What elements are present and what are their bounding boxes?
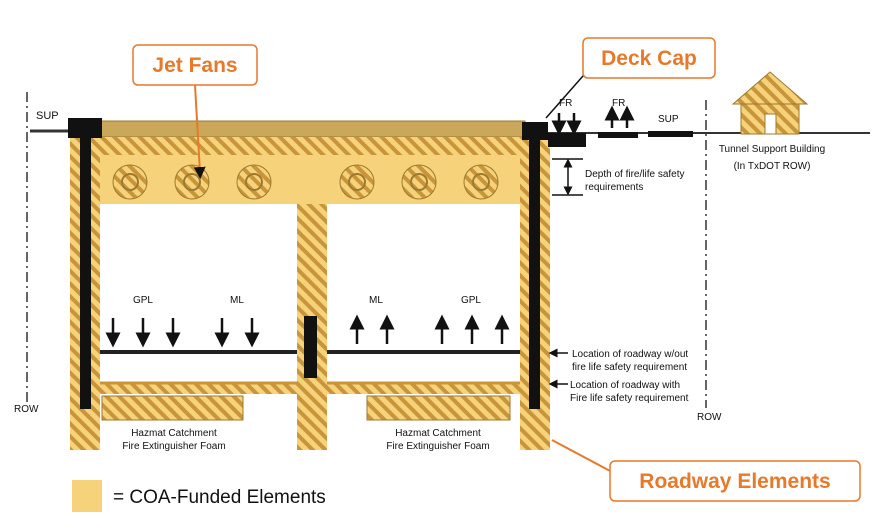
gpl-left-label: GPL xyxy=(133,295,153,306)
loc-with-label-1: Location of roadway with xyxy=(570,380,680,391)
fr-label-2: FR xyxy=(612,98,625,109)
fan-band-top-hatch xyxy=(100,137,525,155)
ml-left-label: ML xyxy=(230,295,244,306)
sup-right-label: SUP xyxy=(658,114,679,125)
roadway-elements-callout-box xyxy=(609,460,861,502)
jet-fan-icon xyxy=(174,164,210,200)
right-column xyxy=(529,137,540,409)
bottom-slab-left xyxy=(100,382,297,394)
loc-without-label-2: fire life safety requirement xyxy=(572,362,687,373)
jet-fan-icon xyxy=(463,164,499,200)
deck-cap-callout-box xyxy=(582,37,716,79)
tunnel-support-label: Tunnel Support Building xyxy=(719,144,825,155)
hazmat-catchment-right xyxy=(366,395,511,421)
left-column xyxy=(80,137,91,409)
jet-fan-icon xyxy=(236,164,272,200)
row-right-label: ROW xyxy=(697,412,722,423)
loc-without-label-1: Location of roadway w/out xyxy=(572,349,688,360)
bottom-slab-right xyxy=(327,382,520,394)
surface-lane-fr-1 xyxy=(548,133,586,147)
hazmat-catchment-left xyxy=(101,395,244,421)
jet-fan-icon xyxy=(401,164,437,200)
jet-fans-callout: Jet Fans xyxy=(152,54,237,77)
deck-cap-left xyxy=(68,118,102,138)
fr-label-1: FR xyxy=(559,98,572,109)
deck-cap-callout: Deck Cap xyxy=(601,47,697,70)
loc-with-label-2: Fire life safety requirement xyxy=(570,393,689,404)
ml-right-label: ML xyxy=(369,295,383,306)
tunnel-support-building-icon xyxy=(731,71,809,135)
lane-arrows-up xyxy=(349,314,510,344)
tunnel-support-sublabel: (In TxDOT ROW) xyxy=(734,161,811,172)
surface-lane-sup xyxy=(648,131,693,137)
hazmat-right-label-2: Fire Extinguisher Foam xyxy=(386,441,489,452)
surface-lane-fr-2 xyxy=(598,132,638,138)
jet-fans-leader xyxy=(193,84,206,179)
row-left-label: ROW xyxy=(14,404,39,415)
deck-cap-right xyxy=(522,122,548,140)
deck-slab xyxy=(99,120,526,138)
roadway-elements-callout: Roadway Elements xyxy=(639,470,830,493)
sup-left-label: SUP xyxy=(36,110,59,122)
hazmat-left-label-2: Fire Extinguisher Foam xyxy=(122,441,225,452)
deck-cap-leader xyxy=(545,67,591,119)
jet-fans-callout-box xyxy=(132,44,258,86)
jet-fans xyxy=(112,164,499,200)
depth-bracket xyxy=(552,158,583,196)
jet-fan-icon xyxy=(112,164,148,200)
depth-label-2: requirements xyxy=(585,182,643,193)
gpl-right-label: GPL xyxy=(461,295,481,306)
hazmat-right-label-1: Hazmat Catchment xyxy=(395,428,481,439)
legend-text: = COA-Funded Elements xyxy=(113,487,326,508)
hazmat-left-label-1: Hazmat Catchment xyxy=(131,428,217,439)
surface-arrows xyxy=(551,105,635,136)
jet-fan-icon xyxy=(339,164,375,200)
roadway-elements-leader xyxy=(551,439,613,473)
median-barrier xyxy=(304,316,317,378)
lane-arrows-down xyxy=(105,318,260,348)
legend-swatch xyxy=(72,480,102,512)
depth-label-1: Depth of fire/life safety xyxy=(585,169,685,180)
